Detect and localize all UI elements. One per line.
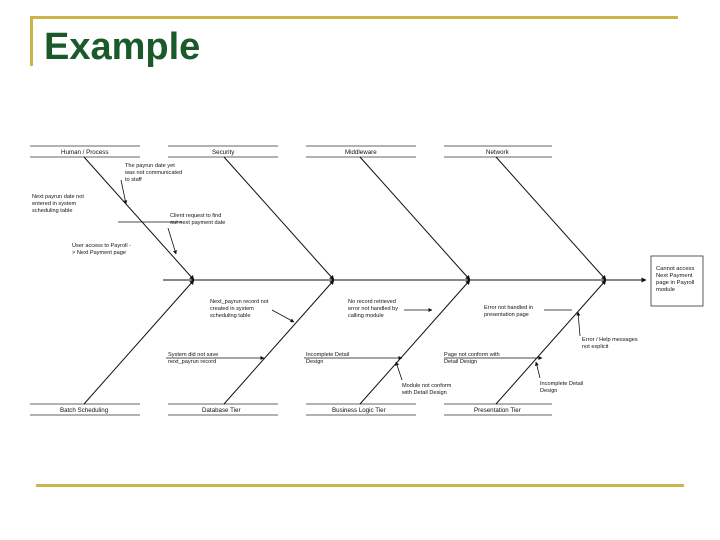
cause-text: scheduling table: [210, 313, 250, 319]
cause-text: Incomplete Detail: [306, 352, 349, 358]
bone-human-process: [83, 156, 195, 281]
cause-text: Design: [540, 388, 557, 394]
cause-text: No record retrieved: [348, 299, 396, 305]
cause-text: created in system: [210, 306, 254, 312]
category-middleware: Middleware: [345, 149, 377, 156]
cause-text: Page not conform with: [444, 352, 500, 358]
cause-text: User access to Payroll -: [72, 243, 131, 249]
bone-business-logic-tier: [359, 279, 471, 405]
category-database-tier: Database Tier: [202, 407, 241, 414]
cause-text: Design: [306, 359, 323, 365]
cause-text: The payrun date yet: [125, 163, 175, 169]
bone-database-tier: [223, 279, 335, 405]
cause-text: scheduling table: [32, 208, 72, 214]
category-security: Security: [212, 149, 235, 156]
subcause-arrow: [395, 361, 403, 381]
category-batch-scheduling: Batch Scheduling: [60, 407, 109, 414]
cause-text: Incomplete Detail: [540, 381, 583, 387]
cause-text: entered in system: [32, 201, 76, 207]
cause-text: Module not conform: [402, 383, 452, 389]
cause-text: Detail Design: [444, 359, 477, 365]
category-human-process: Human / Process: [61, 149, 108, 156]
category-presentation-tier: Presentation Tier: [474, 407, 521, 414]
cause-text: Next_payrun record not: [210, 299, 269, 305]
cause-text: next_payrun record: [168, 359, 216, 365]
cause-text: Error / Help messages: [582, 337, 638, 343]
cause-text: Next payrun date not: [32, 194, 84, 200]
cause-text: with Detail Design: [401, 390, 447, 396]
bone-network: [495, 156, 607, 281]
subcause-arrow: [167, 227, 177, 255]
cause-text: System did not save: [168, 352, 218, 358]
cause-text: to staff: [125, 177, 142, 183]
effect-line: Cannot access: [656, 266, 694, 272]
subcause-arrow: [576, 311, 581, 337]
cause-text: > Next Payment page: [72, 250, 126, 256]
cause-text: error not handled by: [348, 306, 398, 312]
slide-title: Example: [44, 26, 201, 68]
effect-box: [650, 255, 704, 307]
subcause-arrow: [271, 309, 295, 323]
effect-line: page in Payroll: [656, 280, 694, 286]
top-decor-rule: [30, 16, 678, 19]
cause-text: was not communicated: [124, 170, 182, 176]
cause-text: Error not handled in: [484, 305, 533, 311]
left-decor-rule: [30, 16, 33, 66]
cause-text: out next payment date: [170, 220, 225, 226]
subcause-arrow: [534, 361, 541, 379]
cause-text: calling module: [348, 313, 384, 319]
subcause-arrow: [120, 179, 128, 205]
cause-text: Client request to find: [170, 213, 221, 219]
category-network: Network: [486, 149, 510, 156]
category-business-logic-tier: Business Logic Tier: [332, 407, 386, 414]
bone-middleware: [359, 156, 471, 281]
bone-presentation-tier: [495, 279, 607, 405]
bone-security: [223, 156, 335, 281]
effect-line: Next Payment: [656, 273, 693, 279]
cause-text: presentation page: [484, 312, 529, 318]
cause-text: not explicit: [582, 344, 609, 350]
bone-batch-scheduling: [83, 279, 195, 405]
bottom-decor-rule: [36, 484, 684, 487]
effect-line: module: [656, 287, 675, 293]
